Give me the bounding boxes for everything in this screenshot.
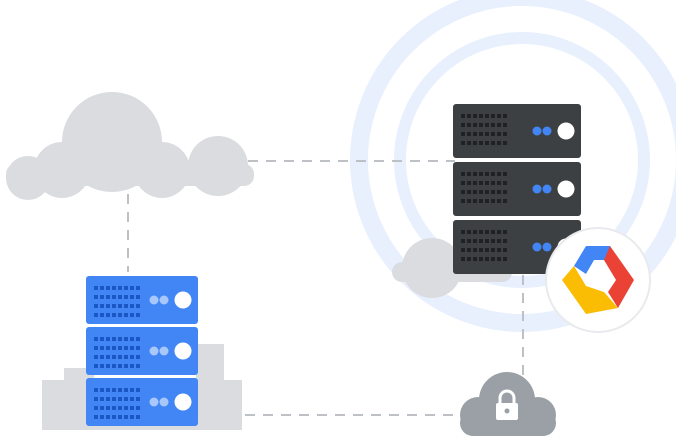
power-button-icon bbox=[557, 180, 575, 198]
status-led bbox=[532, 184, 542, 194]
power-button-icon bbox=[174, 291, 192, 309]
status-led bbox=[149, 295, 159, 305]
cloud-lock-icon bbox=[460, 372, 556, 436]
hex-yellow-segment bbox=[562, 266, 618, 314]
vent-grille bbox=[461, 230, 507, 261]
server-stack-icon bbox=[86, 276, 198, 426]
hex-center bbox=[586, 264, 610, 284]
server-unit bbox=[453, 104, 581, 158]
power-button-icon bbox=[174, 393, 192, 411]
vent-grille bbox=[94, 286, 140, 317]
status-led bbox=[542, 126, 552, 136]
lock-icon bbox=[496, 389, 518, 420]
cloud-icon bbox=[6, 92, 254, 200]
power-button-icon bbox=[174, 342, 192, 360]
server-unit bbox=[86, 327, 198, 375]
status-led bbox=[542, 184, 552, 194]
server-unit bbox=[453, 162, 581, 216]
google-cloud-hexagon-icon bbox=[545, 227, 651, 333]
connectors bbox=[127, 160, 524, 416]
power-button-icon bbox=[557, 122, 575, 140]
vent-grille bbox=[94, 388, 140, 419]
vent-grille bbox=[461, 172, 507, 203]
status-led bbox=[532, 242, 542, 252]
status-led bbox=[159, 295, 169, 305]
vent-grille bbox=[461, 114, 507, 145]
server-unit bbox=[86, 276, 198, 324]
status-led bbox=[532, 126, 542, 136]
status-led bbox=[149, 346, 159, 356]
status-led bbox=[159, 397, 169, 407]
vent-grille bbox=[94, 337, 140, 368]
hex-red-segment bbox=[604, 246, 634, 308]
server-unit bbox=[86, 378, 198, 426]
status-led bbox=[542, 242, 552, 252]
status-led bbox=[159, 346, 169, 356]
status-led bbox=[149, 397, 159, 407]
